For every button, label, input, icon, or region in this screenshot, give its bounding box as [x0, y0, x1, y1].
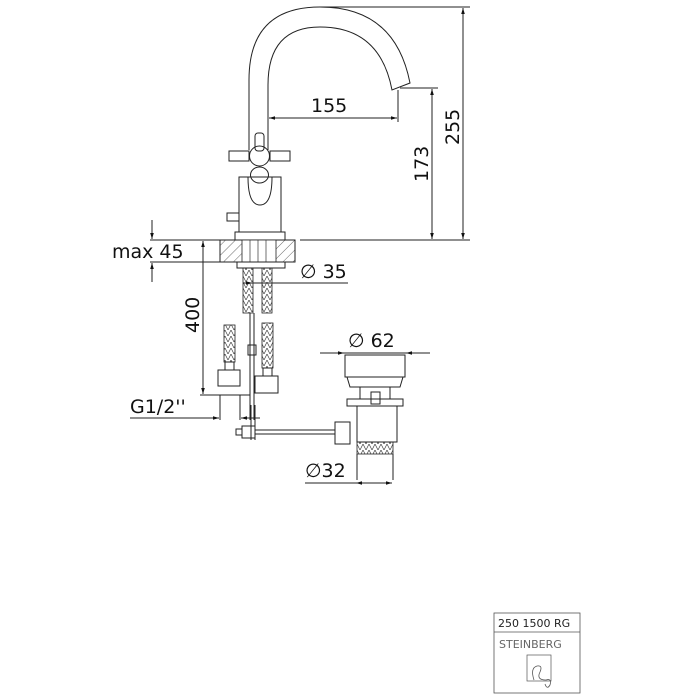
dim-400: 400 — [182, 297, 204, 333]
dim-g12: G1/2'' — [130, 396, 186, 418]
dim-diameter-32: ∅32 — [305, 460, 346, 482]
popup-rod — [235, 405, 335, 440]
hose-symbol-icon — [526, 654, 552, 688]
drain-assembly — [334, 354, 406, 480]
brand-name: STEINBERG — [499, 638, 562, 651]
faucet-body — [226, 132, 291, 241]
dim-173: 173 — [411, 146, 433, 182]
dim-diameter-62: ∅ 62 — [348, 330, 395, 352]
dim-diameter-35: ∅ 35 — [300, 261, 347, 283]
hoses — [217, 322, 279, 394]
dim-255: 255 — [442, 109, 464, 145]
dim-155: 155 — [311, 95, 347, 117]
dimension-lines — [130, 6, 470, 485]
spout — [248, 6, 411, 150]
dim-max-45: max 45 — [112, 241, 184, 263]
product-code: 250 1500 RG — [498, 617, 570, 630]
title-block: 250 1500 RG STEINBERG — [493, 612, 581, 694]
counter-section — [219, 239, 296, 420]
